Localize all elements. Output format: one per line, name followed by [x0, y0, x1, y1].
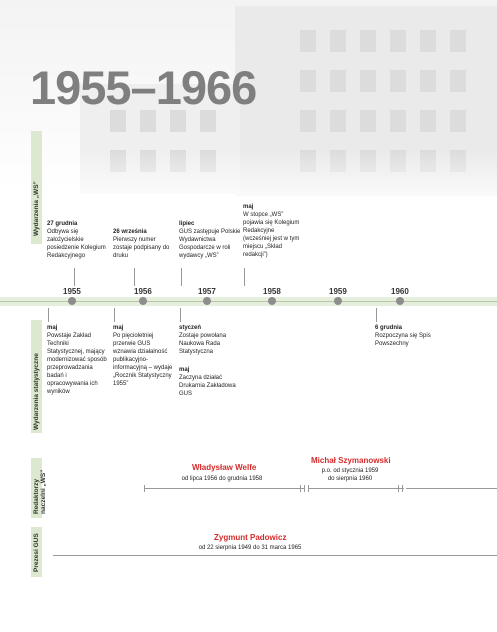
year-label: 1960: [391, 287, 409, 296]
year-label: 1959: [329, 287, 347, 296]
ws-event: 26 września Pierwszy numer zostaje podpi…: [113, 228, 171, 260]
event-connector: [48, 308, 49, 322]
editor-name: Michał Szymanowski: [311, 456, 391, 465]
event-text: Rozpoczyna się Spis Powszechny: [375, 333, 431, 347]
editor-name: Władysław Welfe: [192, 463, 257, 472]
page-title: 1955–1966: [30, 61, 257, 114]
event-date: lipiec: [179, 221, 195, 227]
editor-tenure-line: [406, 488, 497, 489]
event-text: Odbywa się założycielskie posiedzenie Ko…: [47, 229, 106, 259]
event-date: 6 grudnia: [375, 325, 403, 331]
year-marker: [268, 297, 276, 305]
tenure-end-tick: [304, 485, 305, 492]
year-label: 1957: [198, 287, 216, 296]
year-marker: [139, 297, 147, 305]
stat-event: 6 grudnia Rozpoczyna się Spis Powszechny: [375, 324, 441, 348]
year-label: 1955: [63, 287, 81, 296]
year-label: 1958: [263, 287, 281, 296]
section-bar-stat: [31, 320, 42, 433]
event-date: 27 grudnia: [47, 221, 78, 227]
section-label-ws: Wydarzenia „WS”: [33, 181, 40, 236]
section-label-editors: Redaktorzy naczelni „WS”: [33, 469, 47, 514]
editor-period: p.o. od stycznia 1959: [321, 468, 379, 474]
president-name: Zygmunt Padowicz: [214, 533, 287, 542]
event-date: maj: [243, 204, 254, 210]
president-tenure-line: [53, 555, 497, 556]
event-text: GUS zastępuje Polskie Wydawnictwa Gospod…: [179, 229, 241, 259]
ws-event: maj W stopce „WS” pojawia się Kolegium R…: [243, 203, 303, 259]
event-connector: [244, 268, 245, 286]
event-date: styczeń: [179, 325, 202, 331]
event-text: Pierwszy numer zostaje podpisany do druk…: [113, 237, 170, 259]
timeline-axis-line: [0, 301, 497, 302]
stat-event: styczeń Zostaje powołana Naukowa Rada St…: [179, 324, 239, 356]
event-date: maj: [113, 325, 124, 331]
tenure-end-tick: [300, 485, 301, 492]
tenure-end-tick: [398, 485, 399, 492]
event-connector: [181, 268, 182, 286]
stat-event: maj Po pięcioletniej przerwie GUS wznawi…: [113, 324, 173, 388]
tenure-end-tick: [402, 485, 403, 492]
event-date: 26 września: [113, 229, 147, 235]
event-text: W stopce „WS” pojawia się Kolegium Redak…: [243, 212, 300, 258]
year-label: 1956: [134, 287, 152, 296]
year-marker: [203, 297, 211, 305]
event-text: Po pięcioletniej przerwie GUS wznawia dz…: [113, 333, 173, 387]
event-date: maj: [47, 325, 58, 331]
event-date: maj: [179, 367, 190, 373]
section-label-stat: Wydarzenia statystyczne: [33, 353, 40, 430]
stat-event: maj Powstaje Zakład Techniki Statystyczn…: [47, 324, 107, 396]
section-bar-ws: [31, 131, 42, 244]
stat-event: maj Zaczyna działać Drukarnia Zakładowa …: [179, 366, 239, 398]
event-connector: [180, 308, 181, 322]
editor-period: do sierpnia 1960: [327, 476, 373, 482]
tenure-start-tick: [144, 485, 145, 492]
event-connector: [114, 308, 115, 322]
year-marker: [68, 297, 76, 305]
year-marker: [334, 297, 342, 305]
section-bar-presidents: [31, 527, 42, 577]
editor-period: od lipca 1956 do grudnia 1958: [181, 476, 263, 482]
event-connector: [376, 308, 377, 322]
event-connector: [134, 268, 135, 286]
event-connector: [74, 268, 75, 286]
section-bar-editors: [31, 458, 42, 518]
ws-event: lipiec GUS zastępuje Polskie Wydawnictwa…: [179, 220, 241, 260]
event-text: Powstaje Zakład Techniki Statystycznej, …: [47, 333, 107, 395]
event-text: Zostaje powołana Naukowa Rada Statystycz…: [179, 333, 227, 355]
ws-event: 27 grudnia Odbywa się założycielskie pos…: [47, 220, 109, 260]
editor-tenure-line: [144, 488, 304, 489]
background-fade: [0, 150, 497, 210]
tenure-start-tick: [308, 485, 309, 492]
year-marker: [396, 297, 404, 305]
event-text: Zaczyna działać Drukarnia Zakładowa GUS: [179, 375, 236, 397]
editor-tenure-line: [308, 488, 404, 489]
section-label-presidents: Prezesi GUS: [33, 533, 40, 572]
president-period: od 22 sierpnia 1949 do 31 marca 1965: [198, 545, 302, 551]
